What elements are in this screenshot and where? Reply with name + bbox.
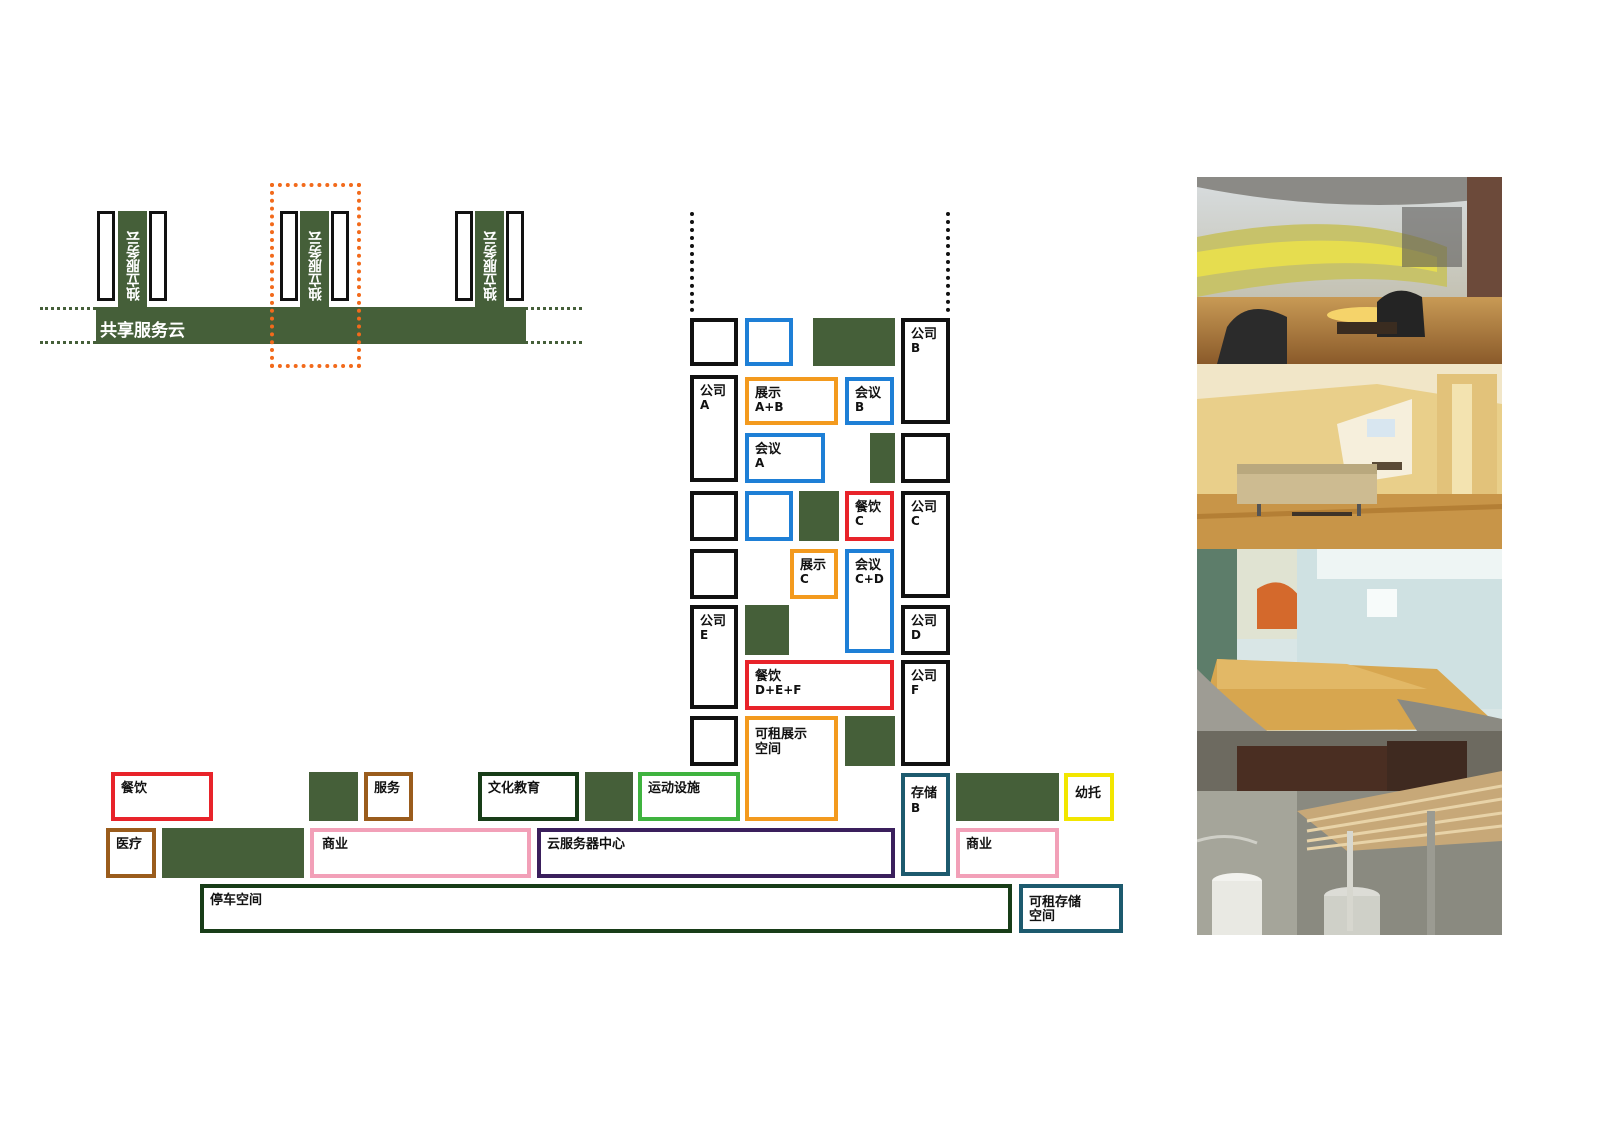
shared-cloud-label: 共享服务云	[100, 321, 185, 341]
room-meeting-empty	[745, 318, 793, 366]
server-outline	[506, 211, 524, 301]
room-dining-def: 餐饮 D+E+F	[745, 660, 894, 710]
room-parking: 停车空间	[200, 884, 1012, 933]
room-storage-b: 存储 B	[901, 773, 950, 876]
server-outline	[97, 211, 115, 301]
independent-cloud-column: 独立服务云	[118, 211, 147, 307]
room-company-c: 公司 C	[901, 491, 950, 598]
room-dining-c: 餐饮 C	[845, 491, 894, 541]
room-service: 服务	[364, 772, 413, 821]
highlight-selection-frame	[270, 183, 361, 368]
independent-cloud-column: 独立服务云	[300, 211, 329, 307]
service-block	[845, 716, 895, 766]
room-childcare: 幼托	[1064, 773, 1114, 821]
room-exhibit-c: 展示 C	[790, 549, 838, 599]
room-meeting-a: 会议 A	[745, 433, 825, 483]
room-empty	[690, 318, 738, 366]
room-company-d: 公司 D	[901, 605, 950, 655]
service-block	[585, 772, 633, 821]
room-empty	[690, 716, 738, 766]
room-empty	[901, 433, 950, 483]
room-sports: 运动设施	[638, 772, 740, 821]
shared-cloud-bar: 共享服务云	[96, 307, 526, 344]
service-block	[162, 828, 304, 878]
room-company-f: 公司 F	[901, 660, 950, 766]
interior-photo-lounge	[1197, 177, 1502, 364]
room-exhibit-ab: 展示 A+B	[745, 377, 838, 425]
server-outline	[455, 211, 473, 301]
dotted-vertical-right	[946, 212, 950, 312]
dotted-vertical-left	[690, 212, 694, 312]
room-empty	[690, 491, 738, 541]
room-meeting-b: 会议 B	[845, 377, 894, 425]
interior-photo-corridor	[1197, 549, 1502, 731]
room-company-a: 公司 A	[690, 375, 738, 482]
room-company-e: 公司 E	[690, 605, 738, 709]
room-rental-storage: 可租存储 空间	[1019, 884, 1123, 933]
room-meeting-empty	[745, 491, 793, 541]
independent-cloud-label: 独立服务云	[483, 231, 499, 301]
server-outline	[149, 211, 167, 301]
room-company-b: 公司 B	[901, 318, 950, 424]
service-block	[309, 772, 358, 821]
room-commerce-left: 商业	[310, 828, 531, 878]
room-culture-education: 文化教育	[478, 772, 579, 821]
room-meeting-cd: 会议 C+D	[845, 549, 894, 653]
independent-cloud-label: 独立服务云	[126, 231, 142, 301]
service-block	[870, 433, 895, 483]
interior-photo-atrium	[1197, 731, 1502, 935]
interior-photo-living	[1197, 364, 1502, 549]
room-commerce-right: 商业	[956, 828, 1059, 878]
service-block	[956, 773, 1059, 821]
service-block	[745, 605, 789, 655]
room-medical: 医疗	[106, 828, 156, 878]
server-outline	[331, 211, 349, 301]
room-rental-exhibit: 可租展示 空间	[745, 716, 838, 821]
room-cloud-server-center: 云服务器中心	[537, 828, 895, 878]
server-outline	[280, 211, 298, 301]
room-dining: 餐饮	[111, 772, 213, 821]
room-empty	[690, 549, 738, 599]
service-block	[799, 491, 839, 541]
independent-cloud-column: 独立服务云	[475, 211, 504, 307]
service-block	[813, 318, 895, 366]
